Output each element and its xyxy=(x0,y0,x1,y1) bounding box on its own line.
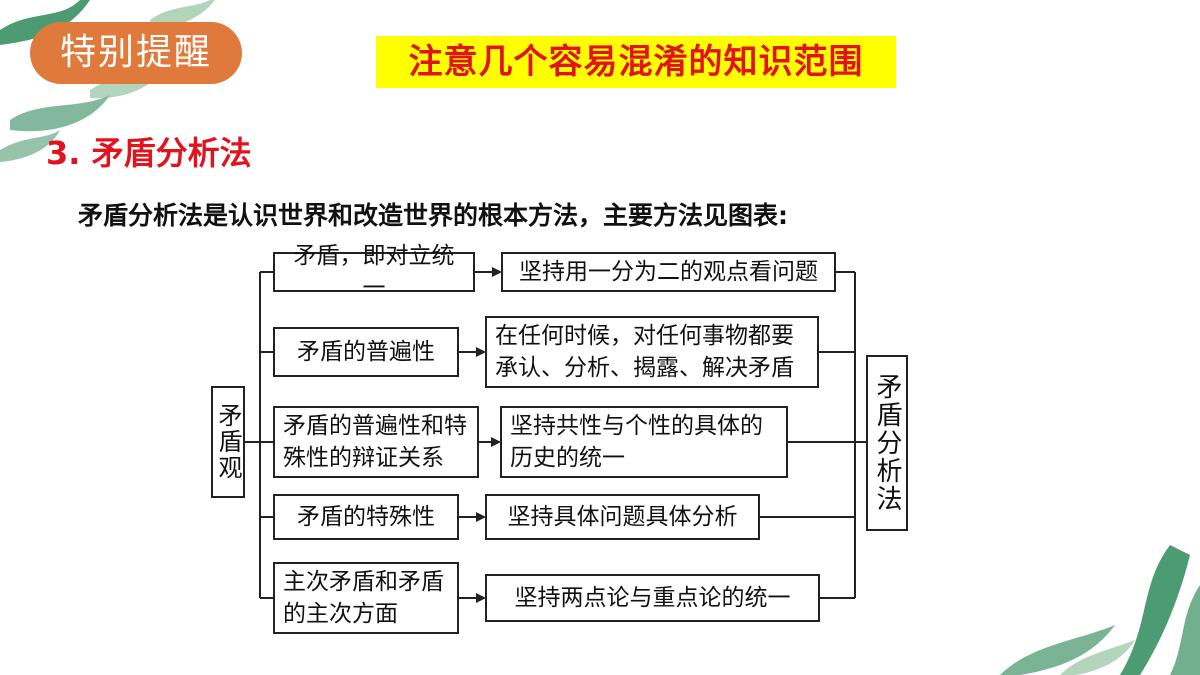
concept-box-5: 主次矛盾和矛盾的主次方面 xyxy=(273,562,459,634)
method-label: 在任何时候，对任何事物都要承认、分析、揭露、解决矛盾 xyxy=(495,323,794,381)
banner-title: 注意几个容易混淆的知识范围 xyxy=(376,36,896,88)
section-intro: 矛盾分析法是认识世界和改造世界的根本方法，主要方法见图表: xyxy=(78,201,789,230)
method-summary-label: 矛盾分析法 xyxy=(872,373,902,513)
method-box-4: 坚持具体问题具体分析 xyxy=(485,494,760,540)
root-concept-box: 矛盾观 xyxy=(211,386,245,498)
concept-label: 主次矛盾和矛盾的主次方面 xyxy=(283,569,444,627)
method-label: 坚持具体问题具体分析 xyxy=(507,504,738,530)
concept-box-2: 矛盾的普遍性 xyxy=(273,327,459,377)
method-label: 坚持两点论与重点论的统一 xyxy=(514,585,791,611)
method-summary-box: 矛盾分析法 xyxy=(866,355,908,531)
concept-label: 矛盾，即对立统一 xyxy=(293,243,455,301)
concept-label: 矛盾的特殊性 xyxy=(297,504,435,530)
concept-box-4: 矛盾的特殊性 xyxy=(273,494,459,540)
section-title: 3. 矛盾分析法 xyxy=(46,134,252,172)
method-box-3: 坚持共性与个性的具体的历史的统一 xyxy=(500,406,788,478)
method-box-1: 坚持用一分为二的观点看问题 xyxy=(501,252,836,292)
concept-label: 矛盾的普遍性和特殊性的辩证关系 xyxy=(283,413,467,471)
root-concept-label: 矛盾观 xyxy=(214,403,242,481)
method-label: 坚持用一分为二的观点看问题 xyxy=(519,259,818,285)
method-label: 坚持共性与个性的具体的历史的统一 xyxy=(510,413,763,471)
reminder-badge: 特别提醒 xyxy=(30,22,242,84)
method-box-5: 坚持两点论与重点论的统一 xyxy=(485,574,820,622)
concept-box-1: 矛盾，即对立统一 xyxy=(273,243,475,301)
concept-label: 矛盾的普遍性 xyxy=(297,339,435,365)
method-box-2: 在任何时候，对任何事物都要承认、分析、揭露、解决矛盾 xyxy=(485,316,819,388)
concept-box-3: 矛盾的普遍性和特殊性的辩证关系 xyxy=(273,406,479,478)
